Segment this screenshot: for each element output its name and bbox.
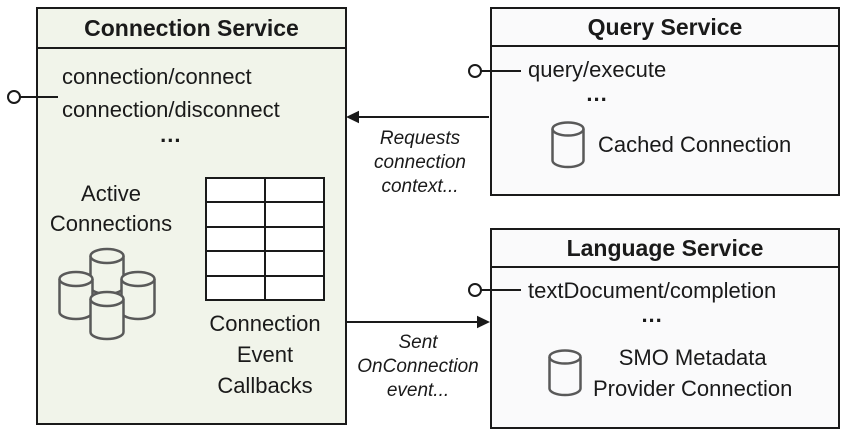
connection-service-methods: connection/connect connection/disconnect…	[62, 60, 280, 147]
cached-connection-row: Cached Connection	[550, 121, 791, 169]
table-cell	[266, 227, 323, 251]
method-textdocument-completion: textDocument/completion	[528, 278, 777, 303]
query-service-methods: query/execute ...	[528, 55, 667, 106]
method-query-execute: query/execute	[528, 57, 667, 82]
table-cell	[266, 203, 323, 226]
sent-onconnection-arrow	[347, 315, 490, 329]
language-service-methods: textDocument/completion ...	[528, 276, 777, 327]
callbacks-table-grid	[205, 177, 325, 301]
table-cell	[266, 179, 323, 202]
table-cell	[266, 276, 323, 299]
table-cell	[207, 252, 264, 275]
active-connections-label: Active Connections	[49, 181, 173, 236]
connection-event-callbacks-label: Connection Event Callbacks	[209, 311, 321, 398]
connection-service-title: Connection Service	[38, 9, 345, 49]
database-cluster-icon	[58, 247, 156, 341]
database-icon	[551, 121, 585, 169]
table-cell	[207, 227, 264, 251]
cached-connection-label: Cached Connection	[598, 132, 792, 157]
smo-metadata-provider-connection-label: SMO Metadata Provider Connection	[593, 345, 793, 401]
methods-ellipsis: ...	[160, 122, 182, 147]
method-connection-connect: connection/connect	[62, 64, 252, 89]
smo-metadata-row: SMO Metadata Provider Connection	[547, 342, 792, 404]
methods-ellipsis: ...	[586, 81, 608, 106]
requests-context-arrow	[346, 110, 489, 124]
query-service-box: Query Service query/execute ... Cached C…	[490, 7, 840, 196]
table-cell	[266, 252, 323, 275]
language-service-title: Language Service	[492, 230, 838, 268]
language-service-box: Language Service textDocument/completion…	[490, 228, 840, 429]
methods-ellipsis: ...	[641, 302, 663, 327]
requests-connection-context-label: Requests connection context...	[374, 128, 466, 197]
table-cell	[207, 276, 264, 299]
table-cell	[207, 179, 264, 202]
database-icon	[548, 349, 582, 397]
sent-onconnection-event-label: Sent OnConnection event...	[357, 332, 479, 401]
table-cell	[207, 203, 264, 226]
query-service-title: Query Service	[492, 9, 838, 47]
method-connection-disconnect: connection/disconnect	[62, 97, 280, 122]
connection-service-box: Connection Service connection/connect co…	[36, 7, 347, 425]
